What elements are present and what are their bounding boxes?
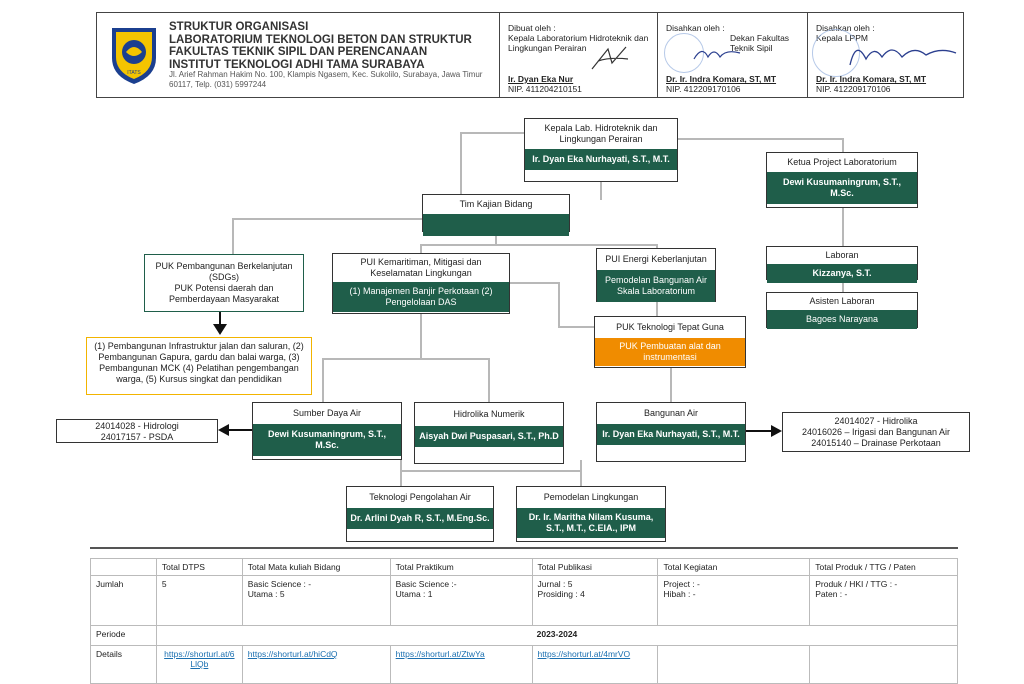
connector-line <box>232 218 234 254</box>
details-link-praktikum[interactable]: https://shorturl.at/ZtwYa <box>395 649 485 659</box>
arrow-left-icon <box>218 424 254 436</box>
connector-line <box>488 358 490 402</box>
org-box-teknologi-pengolahan-air: Teknologi Pengolahan Air Dr. Arlini Dyah… <box>346 486 494 542</box>
connector-line <box>510 282 558 284</box>
org-box-pui-kemaritiman: PUI Kemaritiman, Mitigasi dan Keselamata… <box>332 253 510 314</box>
connector-line <box>656 302 658 316</box>
table-header-row: Total DTPS Total Mata kuliah Bidang Tota… <box>90 558 958 576</box>
seal-stamp-icon <box>812 29 860 77</box>
connector-line <box>580 460 582 486</box>
connector-line <box>842 208 844 246</box>
ba-course-list: 24014027 - Hidrolika 24016026 – Irigasi … <box>782 412 970 452</box>
connector-line <box>678 138 842 140</box>
connector-line <box>400 470 580 472</box>
signature-dibuat: Dibuat oleh : Kepala Laboratorium Hidrot… <box>499 13 657 97</box>
details-link-matakuliah[interactable]: https://shorturl.at/hiCdQ <box>247 649 338 659</box>
institution-address: Jl. Arief Rahman Hakim No. 100, Klampis … <box>169 70 483 89</box>
connector-line <box>600 182 602 200</box>
summary-table: Total DTPS Total Mata kuliah Bidang Tota… <box>90 558 959 684</box>
details-link-publikasi[interactable]: https://shorturl.at/4mrVO <box>537 649 631 659</box>
connector-line <box>558 282 560 326</box>
org-box-puk-sdgs: PUK Pembangunan Berkelanjutan (SDGs) PUK… <box>144 254 304 312</box>
signature-scribble-icon <box>591 46 629 70</box>
connector-line <box>420 244 422 253</box>
connector-line <box>558 326 594 328</box>
puk-sdgs-program-note: (1) Pembangunan Infrastruktur jalan dan … <box>86 337 312 395</box>
signature-disahkan-dekan: Disahkan oleh : Dekan Fakultas Teknik Si… <box>657 13 807 97</box>
institution-title: STRUKTUR ORGANISASI LABORATORIUM TEKNOLO… <box>169 21 472 71</box>
arrow-right-icon <box>746 425 782 437</box>
itats-logo-icon: ITATS <box>112 28 156 84</box>
connector-line <box>420 244 656 246</box>
org-box-tim-kajian: Tim Kajian Bidang <box>422 194 570 236</box>
org-box-ketua-project: Ketua Project Laboratorium Dewi Kusumani… <box>766 152 918 208</box>
table-row-periode: Periode 2023-2024 <box>90 625 959 646</box>
signature-scribble-icon <box>849 49 957 66</box>
connector-line <box>232 218 422 220</box>
connector-line <box>656 244 658 248</box>
arrow-down-icon <box>213 312 227 335</box>
signature-disahkan-lppm: Disahkan oleh : Kepala LPPM Dr. Ir. Indr… <box>807 13 964 97</box>
connector-line <box>842 138 844 154</box>
document-header: ITATS STRUKTUR ORGANISASI LABORATORIUM T… <box>96 12 964 98</box>
table-row-jumlah: Jumlah 5 Basic Science : -Utama : 5 Basi… <box>90 575 958 626</box>
org-box-hidrolika-numerik: Hidrolika Numerik Aisyah Dwi Puspasari, … <box>414 402 564 464</box>
org-box-bangunan-air: Bangunan Air Ir. Dyan Eka Nurhayati, S.T… <box>596 402 746 462</box>
org-box-pemodelan-lingkungan: Pemodelan Lingkungan Dr. Ir. Maritha Nil… <box>516 486 666 542</box>
connector-line <box>842 280 844 292</box>
details-link-dtps[interactable]: https://shorturl.at/6LlQb <box>164 649 235 669</box>
seal-stamp-icon <box>664 33 704 73</box>
connector-line <box>322 358 324 402</box>
svg-text:ITATS: ITATS <box>127 70 141 76</box>
org-box-kepala-lab: Kepala Lab. Hidroteknik dan Lingkungan P… <box>524 118 678 182</box>
org-box-laboran: Laboran Kizzanya, S.T. <box>766 246 918 283</box>
org-box-pui-energi: PUI Energi Keberlanjutan Pemodelan Bangu… <box>596 248 716 302</box>
connector-line <box>400 460 402 486</box>
table-row-details: Details https://shorturl.at/6LlQb https:… <box>90 645 958 684</box>
connector-line <box>670 368 672 402</box>
table-separator <box>90 547 958 549</box>
connector-line <box>460 132 462 194</box>
connector-line <box>495 232 497 244</box>
org-box-asisten-laboran: Asisten Laboran Bagoes Narayana <box>766 292 918 329</box>
connector-line <box>460 132 524 134</box>
connector-line <box>322 358 488 360</box>
org-box-sumber-daya-air: Sumber Daya Air Dewi Kusumaningrum, S.T.… <box>252 402 402 460</box>
signature-scribble-icon <box>693 50 741 60</box>
org-box-puk-teknologi: PUK Teknologi Tepat Guna PUK Pembuatan a… <box>594 316 746 368</box>
connector-line <box>420 314 422 358</box>
sda-course-list: 24014028 - Hidrologi 24017157 - PSDA <box>56 419 218 443</box>
